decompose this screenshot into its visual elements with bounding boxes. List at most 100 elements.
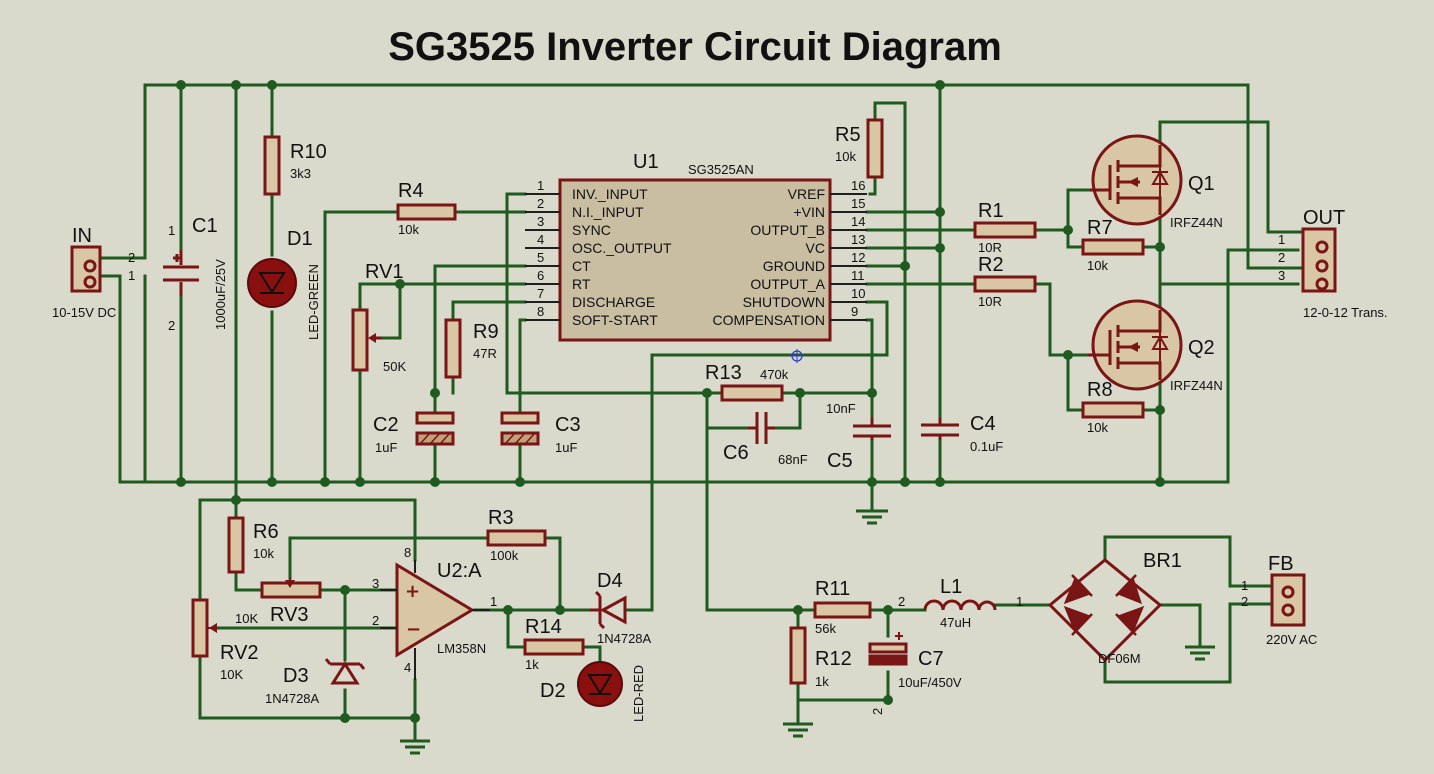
- q2-ref: Q2: [1188, 337, 1215, 359]
- d1-value: LED-GREEN: [306, 264, 321, 340]
- rv1-ref: RV1: [365, 261, 404, 283]
- rv1-potentiometer: RV1 50K: [351, 261, 406, 374]
- c5-ref: C5: [827, 450, 853, 472]
- u1-num-2: 2: [537, 196, 544, 211]
- u1-num-6: 6: [537, 268, 544, 283]
- c7-pin2: 2: [870, 708, 885, 715]
- l1-ref: L1: [940, 576, 962, 598]
- d2-value: LED-RED: [631, 665, 646, 722]
- rv3-value: 10K: [235, 611, 258, 626]
- fb-pin2: 2: [1241, 594, 1248, 609]
- r12-ref: R12: [815, 648, 852, 670]
- c4-value: 0.1uF: [970, 439, 1003, 454]
- u1-num-5: 5: [537, 250, 544, 265]
- u1-pin-soft-start: SOFT-START: [572, 312, 658, 328]
- d1-led: D1 LED-GREEN: [247, 228, 321, 340]
- out-connector: OUT 12-0-12 Trans. 1 2 3: [1278, 207, 1388, 320]
- u1-num-4: 4: [537, 232, 544, 247]
- r3-ref: R3: [488, 507, 514, 529]
- u1-pin-vin: +VIN: [793, 204, 825, 220]
- probe-marker-icon: [790, 349, 804, 363]
- r10-resistor: R10 3k3: [263, 135, 327, 196]
- u2-pin4: 4: [404, 660, 411, 675]
- br1-bridge-rectifier: BR1 DF06M: [1047, 550, 1182, 666]
- in-ref: IN: [72, 225, 92, 247]
- l1-value: 47uH: [940, 615, 971, 630]
- svg-text:+: +: [405, 581, 420, 602]
- u2-pin3: 3: [372, 576, 379, 591]
- u1-pin-output-b: OUTPUT_B: [750, 222, 825, 238]
- d4-zener-diode: D4 1N4728A: [590, 570, 652, 646]
- svg-text:−: −: [406, 619, 421, 640]
- u1-num-15: 15: [851, 196, 865, 211]
- u1-num-11: 11: [851, 268, 865, 283]
- u1-num-3: 3: [537, 214, 544, 229]
- r12-resistor: R12 1k: [789, 626, 852, 689]
- out-pin1: 1: [1278, 232, 1285, 247]
- r4-resistor: R4 10k: [396, 180, 457, 237]
- c2-value: 1uF: [375, 440, 397, 455]
- r13-ref: R13: [705, 362, 742, 384]
- r8-value: 10k: [1087, 420, 1108, 435]
- u1-pin-inv-input: INV._INPUT: [572, 186, 648, 202]
- in-pin2: 2: [128, 250, 135, 265]
- r12-value: 1k: [815, 674, 829, 689]
- out-pin2: 2: [1278, 250, 1285, 265]
- junctions: [176, 80, 1165, 723]
- r11-value: 56k: [815, 621, 836, 636]
- l1-pin2: 2: [898, 594, 905, 609]
- br1-value: DF06M: [1098, 651, 1141, 666]
- r13-value: 470k: [760, 367, 789, 382]
- r3-value: 100k: [490, 548, 519, 563]
- u2-ref: U2:A: [437, 560, 482, 582]
- r14-value: 1k: [525, 657, 539, 672]
- u1-pin-ct: CT: [572, 258, 591, 274]
- u1-part: SG3525AN: [688, 162, 754, 177]
- r4-value: 10k: [398, 222, 419, 237]
- r2-value: 10R: [978, 294, 1002, 309]
- out-label: 12-0-12 Trans.: [1303, 305, 1388, 320]
- q1-value: IRFZ44N: [1170, 215, 1223, 230]
- rv2-ref: RV2: [220, 642, 259, 664]
- u1-num-7: 7: [537, 286, 544, 301]
- diagram-title: SG3525 Inverter Circuit Diagram: [388, 25, 1002, 69]
- r9-resistor: R9 47R: [444, 318, 499, 379]
- r4-ref: R4: [398, 180, 424, 202]
- c1-value: 1000uF/25V: [213, 259, 228, 330]
- u1-pin-discharge: DISCHARGE: [572, 294, 655, 310]
- d4-ref: D4: [597, 570, 623, 592]
- r6-resistor: R6 10k: [227, 516, 279, 574]
- u1-pin-sync: SYNC: [572, 222, 611, 238]
- u1-pin-osc-output: OSC._OUTPUT: [572, 240, 672, 256]
- in-connector: IN 10-15V DC 2 1: [52, 225, 135, 320]
- c5-value: 10nF: [826, 401, 856, 416]
- d2-ref: D2: [540, 680, 566, 702]
- u1-num-14: 14: [851, 214, 865, 229]
- out-ref: OUT: [1303, 207, 1345, 229]
- c3-ref: C3: [555, 414, 581, 436]
- c4-ref: C4: [970, 413, 996, 435]
- r13-resistor: R13 470k: [705, 362, 789, 402]
- c7-ref: C7: [918, 648, 944, 670]
- c5-capacitor: 10nF C5: [826, 401, 891, 472]
- r3-resistor: R3 100k: [486, 507, 547, 563]
- r14-resistor: R14 1k: [523, 616, 585, 672]
- c1-capacitor: C1 1 2 1000uF/25V: [163, 215, 228, 333]
- u1-num-13: 13: [851, 232, 865, 247]
- l1-inductor: L1 47uH 2 1: [898, 576, 1023, 630]
- u1-pin-vref: VREF: [788, 186, 825, 202]
- u2-opamp: + − U2:A LM358N 3 2 1 8 4: [372, 545, 497, 680]
- u1-pin-ground: GROUND: [763, 258, 825, 274]
- r8-resistor: R8 10k: [1081, 379, 1145, 435]
- d1-ref: D1: [287, 228, 313, 250]
- c1-pin2: 2: [168, 318, 175, 333]
- u1-num-10: 10: [851, 286, 865, 301]
- c3-capacitor: C3 1uF: [500, 411, 581, 455]
- fb-connector: FB 220V AC 1 2: [1241, 553, 1317, 647]
- r7-ref: R7: [1087, 217, 1113, 239]
- c3-value: 1uF: [555, 440, 577, 455]
- q1-mosfet: Q1 IRFZ44N: [1090, 134, 1223, 230]
- q2-value: IRFZ44N: [1170, 378, 1223, 393]
- ground-icon: [400, 500, 1215, 755]
- c1-ref: C1: [192, 215, 218, 237]
